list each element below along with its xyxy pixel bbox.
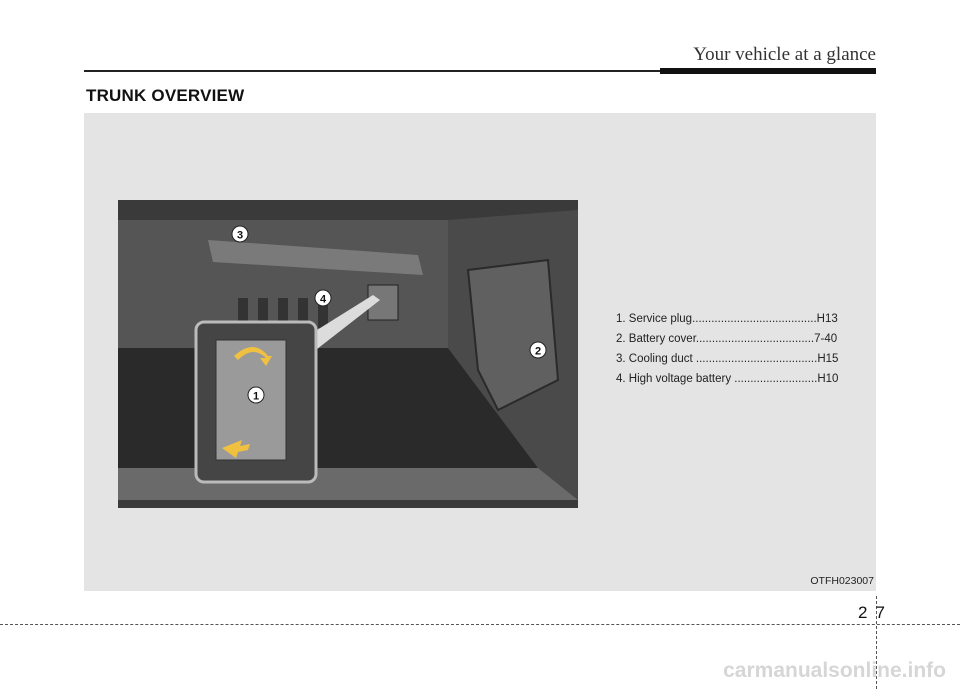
callout-4: 4 bbox=[314, 289, 332, 307]
storage-bin bbox=[466, 258, 560, 412]
trunk-lip bbox=[118, 468, 578, 500]
header-rule-accent bbox=[660, 68, 876, 74]
figure-code: OTFH023007 bbox=[810, 575, 874, 587]
cooling-duct bbox=[208, 240, 423, 275]
trunk-illustration: 1 2 3 4 bbox=[118, 200, 578, 508]
legend-item-service-plug: 1. Service plug.........................… bbox=[616, 313, 838, 325]
battery-vent-1 bbox=[238, 298, 248, 328]
svg-text:4: 4 bbox=[320, 294, 327, 306]
page-divider bbox=[876, 596, 877, 689]
page-number: 2 7 bbox=[858, 603, 885, 623]
battery-vent-5 bbox=[318, 298, 328, 328]
parts-legend: 1. Service plug.........................… bbox=[616, 309, 838, 389]
callout-1: 1 bbox=[247, 386, 265, 404]
legend-item-high-voltage-battery: 4. High voltage battery ................… bbox=[616, 373, 839, 385]
callout-3: 3 bbox=[231, 225, 249, 243]
page-chapter: 2 bbox=[858, 603, 868, 622]
callout-2: 2 bbox=[529, 341, 547, 359]
battery-vent-3 bbox=[278, 298, 288, 328]
page-index: 7 bbox=[875, 603, 885, 622]
header-rule bbox=[84, 70, 876, 72]
svg-text:1: 1 bbox=[253, 391, 259, 403]
pull-arrow-icon bbox=[222, 440, 250, 458]
figure-panel: 1 2 3 4 1. Service plug.................… bbox=[84, 113, 876, 591]
header-title: Your vehicle at a glance bbox=[693, 44, 876, 65]
svg-text:3: 3 bbox=[237, 230, 243, 242]
legend-item-cooling-duct: 3. Cooling duct ........................… bbox=[616, 353, 839, 365]
legend-item-battery-cover: 2. Battery cover........................… bbox=[616, 333, 838, 345]
battery-vent-4 bbox=[298, 298, 308, 328]
section-title: TRUNK OVERVIEW bbox=[86, 86, 245, 105]
watermark: carmanualsonline.info bbox=[723, 659, 946, 682]
battery-vent-2 bbox=[258, 298, 268, 328]
footer-rule bbox=[0, 624, 960, 625]
rotate-arrow-icon bbox=[234, 347, 272, 366]
svg-text:2: 2 bbox=[535, 346, 541, 358]
